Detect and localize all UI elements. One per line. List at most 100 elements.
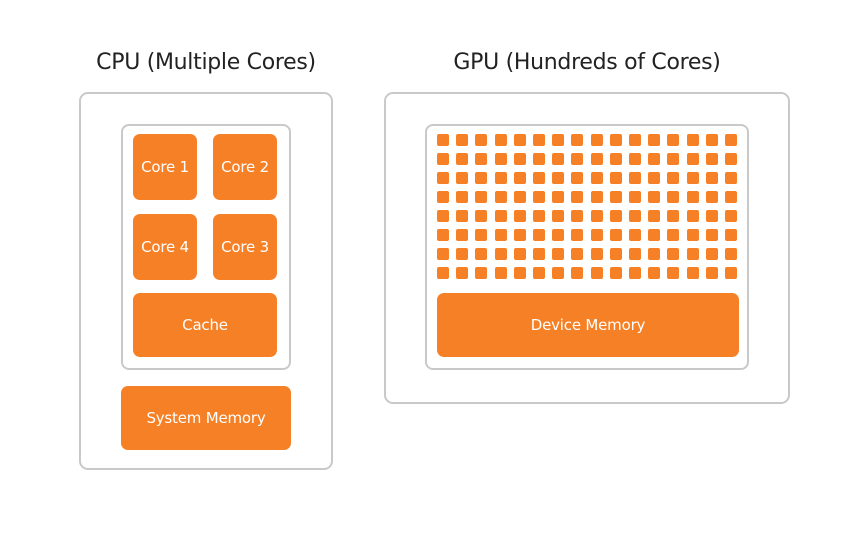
gpu-core bbox=[725, 229, 737, 241]
gpu-core bbox=[648, 229, 661, 241]
device-memory: Device Memory bbox=[437, 293, 739, 357]
gpu-core bbox=[667, 172, 680, 184]
gpu-core bbox=[571, 210, 584, 222]
gpu-core bbox=[475, 210, 488, 222]
gpu-core bbox=[609, 248, 622, 260]
gpu-core bbox=[552, 229, 565, 241]
gpu-core bbox=[686, 210, 699, 222]
gpu-core bbox=[725, 134, 737, 146]
gpu-core bbox=[609, 229, 622, 241]
gpu-core bbox=[571, 229, 584, 241]
gpu-core bbox=[437, 172, 449, 184]
gpu-core bbox=[590, 172, 603, 184]
gpu-core bbox=[456, 153, 469, 165]
gpu-core bbox=[456, 172, 469, 184]
gpu-core bbox=[629, 191, 641, 203]
gpu-core bbox=[494, 267, 507, 279]
gpu-core bbox=[705, 153, 718, 165]
gpu-core bbox=[609, 191, 622, 203]
gpu-core bbox=[705, 210, 718, 222]
cpu-core-2: Core 2 bbox=[213, 134, 277, 200]
gpu-core bbox=[437, 153, 449, 165]
gpu-core bbox=[609, 267, 622, 279]
gpu-core bbox=[456, 229, 469, 241]
gpu-core bbox=[494, 248, 507, 260]
gpu-core bbox=[475, 248, 488, 260]
gpu-core bbox=[513, 153, 526, 165]
gpu-core bbox=[590, 210, 603, 222]
gpu-core bbox=[494, 134, 507, 146]
gpu-core bbox=[533, 191, 545, 203]
gpu-core bbox=[686, 134, 699, 146]
gpu-core bbox=[705, 248, 718, 260]
gpu-core bbox=[590, 153, 603, 165]
gpu-core bbox=[552, 210, 565, 222]
gpu-core bbox=[609, 153, 622, 165]
gpu-core bbox=[494, 229, 507, 241]
gpu-core bbox=[456, 267, 469, 279]
gpu-core bbox=[533, 248, 545, 260]
gpu-core bbox=[513, 172, 526, 184]
gpu-core bbox=[705, 172, 718, 184]
gpu-core bbox=[686, 172, 699, 184]
gpu-core bbox=[725, 248, 737, 260]
gpu-core bbox=[648, 172, 661, 184]
gpu-core bbox=[513, 229, 526, 241]
gpu-core bbox=[513, 248, 526, 260]
gpu-core bbox=[667, 229, 680, 241]
gpu-core bbox=[590, 229, 603, 241]
gpu-core bbox=[533, 172, 545, 184]
gpu-core bbox=[609, 210, 622, 222]
gpu-core bbox=[648, 248, 661, 260]
gpu-core bbox=[648, 153, 661, 165]
gpu-core bbox=[667, 153, 680, 165]
gpu-core bbox=[552, 134, 565, 146]
cpu-cache: Cache bbox=[133, 293, 277, 357]
gpu-core bbox=[513, 267, 526, 279]
gpu-core bbox=[705, 134, 718, 146]
gpu-core bbox=[667, 191, 680, 203]
gpu-core bbox=[494, 210, 507, 222]
gpu-core bbox=[725, 210, 737, 222]
gpu-core bbox=[437, 248, 449, 260]
gpu-core bbox=[475, 191, 488, 203]
gpu-core bbox=[629, 210, 641, 222]
gpu-core bbox=[629, 134, 641, 146]
gpu-core bbox=[552, 248, 565, 260]
gpu-core bbox=[456, 134, 469, 146]
gpu-core bbox=[475, 134, 488, 146]
gpu-core-grid bbox=[437, 134, 745, 282]
gpu-core bbox=[571, 153, 584, 165]
gpu-core bbox=[437, 191, 449, 203]
gpu-core bbox=[629, 267, 641, 279]
gpu-core bbox=[533, 153, 545, 165]
gpu-core bbox=[686, 248, 699, 260]
gpu-title: GPU (Hundreds of Cores) bbox=[453, 50, 721, 75]
gpu-core bbox=[475, 153, 488, 165]
gpu-core bbox=[571, 248, 584, 260]
gpu-core bbox=[571, 134, 584, 146]
cpu-core-3: Core 3 bbox=[213, 214, 277, 280]
gpu-core bbox=[648, 267, 661, 279]
gpu-core bbox=[513, 210, 526, 222]
gpu-core bbox=[667, 267, 680, 279]
gpu-core bbox=[494, 191, 507, 203]
gpu-core bbox=[686, 267, 699, 279]
gpu-core bbox=[475, 172, 488, 184]
gpu-core bbox=[552, 191, 565, 203]
gpu-core bbox=[513, 191, 526, 203]
gpu-core bbox=[456, 191, 469, 203]
gpu-core bbox=[437, 267, 449, 279]
gpu-core bbox=[571, 267, 584, 279]
gpu-core bbox=[533, 229, 545, 241]
gpu-core bbox=[552, 172, 565, 184]
gpu-core bbox=[494, 172, 507, 184]
gpu-core bbox=[725, 191, 737, 203]
gpu-core bbox=[705, 267, 718, 279]
gpu-core bbox=[629, 248, 641, 260]
gpu-core bbox=[475, 229, 488, 241]
gpu-core bbox=[725, 153, 737, 165]
gpu-core bbox=[437, 229, 449, 241]
gpu-core bbox=[705, 191, 718, 203]
cpu-core-4: Core 4 bbox=[133, 214, 197, 280]
